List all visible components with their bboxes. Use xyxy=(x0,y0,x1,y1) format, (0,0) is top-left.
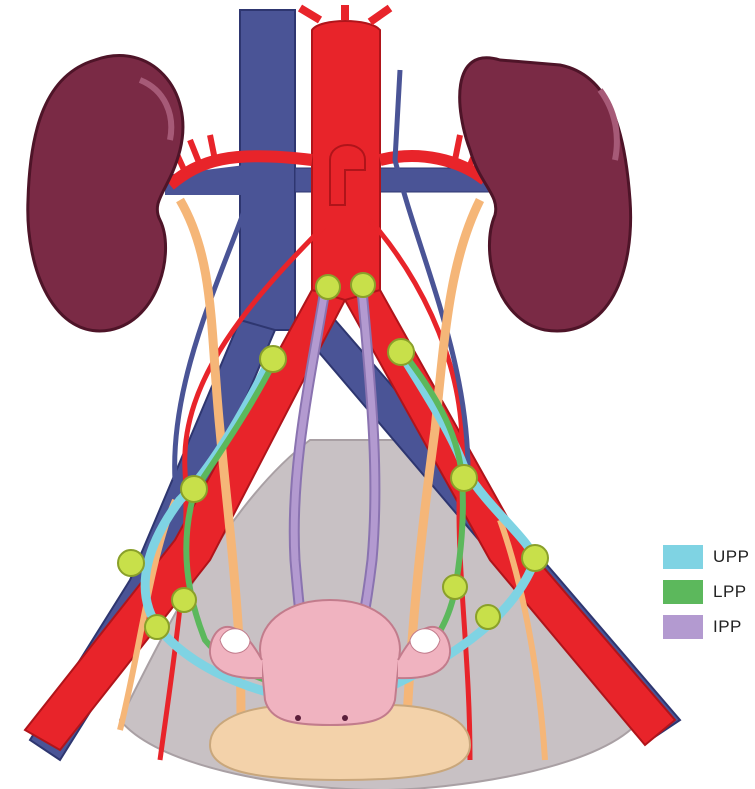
uterus xyxy=(260,600,400,725)
lymph-node xyxy=(351,273,375,297)
lymph-node xyxy=(476,605,500,629)
legend-label-lpp: LPP xyxy=(713,582,747,602)
lymph-node xyxy=(388,339,414,365)
legend-label-ipp: IPP xyxy=(713,617,742,637)
lymph-node xyxy=(451,465,477,491)
lymph-node xyxy=(181,476,207,502)
legend-swatch-lpp xyxy=(663,580,703,604)
lymph-node xyxy=(260,346,286,372)
lymph-node xyxy=(522,545,548,571)
lymph-node xyxy=(443,575,467,599)
legend: UPP LPP IPP xyxy=(663,544,755,649)
lymph-node xyxy=(172,588,196,612)
uterine-dot-right xyxy=(295,715,301,721)
legend-item-upp: UPP xyxy=(663,544,755,570)
lymph-node xyxy=(316,275,340,299)
legend-label-upp: UPP xyxy=(713,547,749,567)
uterine-dot-left xyxy=(342,715,348,721)
inferior-vena-cava xyxy=(240,10,295,330)
legend-swatch-ipp xyxy=(663,615,703,639)
legend-item-ipp: IPP xyxy=(663,614,755,640)
legend-swatch-upp xyxy=(663,545,703,569)
lymph-node xyxy=(145,615,169,639)
legend-item-lpp: LPP xyxy=(663,579,755,605)
aorta-top-branches xyxy=(300,5,390,22)
lymph-node xyxy=(118,550,144,576)
